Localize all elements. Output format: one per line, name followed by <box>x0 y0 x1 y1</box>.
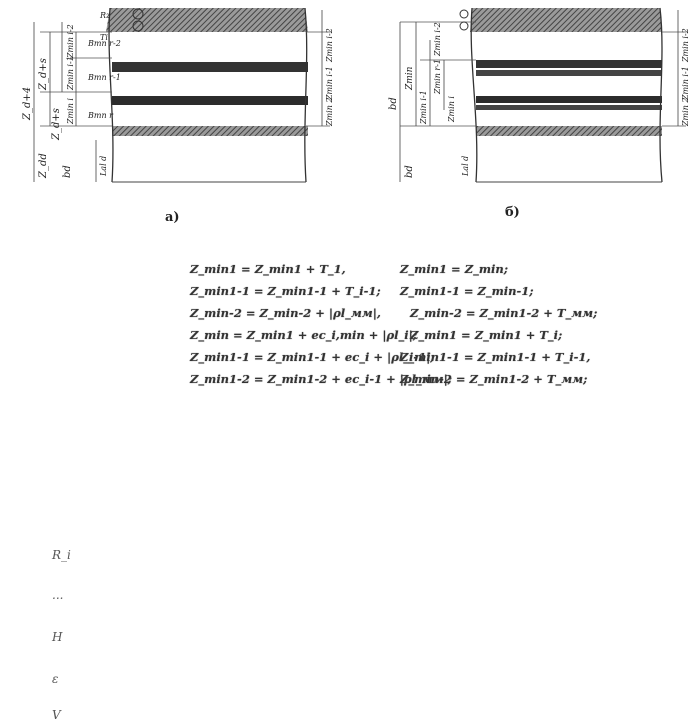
equation-row: Z_min1-2 = Z_min1-2 + ec_i-1 + |ρl_мм|;Z… <box>190 368 587 390</box>
label-b-mid-top: Zmin i-2 <box>433 22 442 57</box>
equation-row: Z_min1 = Z_min1 + T_1, Z_min1 = Z_min; <box>190 258 570 280</box>
equation-left: Z_min1-1 = Z_min1-1 + ec_i + |ρl_i-1|; <box>190 350 435 364</box>
label-b-right-top: Zmin i-2 <box>681 28 690 63</box>
equation-right: Z_min-2 = Z_min1-2 + T_мм; <box>410 306 598 320</box>
left-boundary <box>108 7 114 183</box>
caption-a: а) <box>165 210 180 225</box>
label-a-left-zdd: Z_dd <box>38 153 49 179</box>
label-a-left-outer: Z_d+4 <box>22 87 33 121</box>
equation-row: Z_min = Z_min1 + ec_i,min + |ρl_i|;Z_min… <box>190 324 570 346</box>
layer-band-lower-2 <box>476 105 662 110</box>
surface-layer-band <box>470 8 662 32</box>
label-a-left-zs: Z_d+s <box>38 58 49 91</box>
equation-left: Z_min1-2 = Z_min1-2 + ec_i-1 + |ρl_мм|; <box>190 372 453 386</box>
label-b-mid-mid: Zmin r-1 <box>433 59 442 95</box>
equation-left: Z_min1-1 = Z_min1-1 + T_i-1; <box>190 284 381 298</box>
label-b-left-outer: bd <box>388 97 399 110</box>
equation-left: Z_min-2 = Z_min-2 + |ρl_мм|, <box>190 306 381 320</box>
label-a-lal: Lal d <box>99 156 108 177</box>
equation-right: Z_min1 = Z_min; <box>400 262 508 276</box>
label-a-line-b: Bmn r <box>87 111 114 120</box>
label-a-mid-mid: Zmin i-1 <box>66 56 75 91</box>
symbol-dots: ... <box>52 588 64 602</box>
equation-row: Z_min1-1 = Z_min1-1 + ec_i + |ρl_i-1|;Z_… <box>190 346 590 368</box>
equation-right: Z_min1 = Z_min1 + T_i; <box>410 328 563 342</box>
label-a-mid-bot: Zmin i <box>66 98 75 125</box>
label-a-right-mid: Zmin i-1 <box>325 66 334 101</box>
caption-b: б) <box>505 205 520 220</box>
equation-row: Z_min-2 = Z_min-2 + |ρl_мм|, Z_min-2 = Z_… <box>190 302 597 324</box>
label-a-line-t: Bmn r-2 <box>87 39 121 48</box>
layer-band-bottom <box>476 126 662 136</box>
label-a-right-bot: Zmin 2 <box>325 98 334 128</box>
label-b-left-zs: Zmin <box>405 66 415 91</box>
layer-band-lower <box>112 96 308 105</box>
symbol-epsilon: ε <box>52 672 59 686</box>
label-b-bd: bd <box>404 165 415 178</box>
label-a-line-m: Bmn r-1 <box>87 73 121 82</box>
symbol-h: H <box>52 630 63 644</box>
equation-row: Z_min1-1 = Z_min1-1 + T_i-1; Z_min1-1 = Z… <box>190 280 570 302</box>
equation-block: Z_min1 = Z_min1 + T_1,Z_min1 = Z_min;Z_m… <box>190 258 597 390</box>
surface-layer-band <box>106 8 308 32</box>
label-b-mid-bot: Zmin i <box>447 96 456 123</box>
label-b-lal: Lal d <box>461 156 470 177</box>
equation-right: Z_min1-1 = Z_min-1; <box>400 284 534 298</box>
left-boundary <box>470 7 478 183</box>
equation-left: Z_min1 = Z_min1 + T_1, <box>190 262 346 276</box>
equation-right: Z_min1-1 = Z_min1-1 + T_i-1, <box>400 350 591 364</box>
label-a-mid-top: Zmin i-2 <box>66 24 75 59</box>
label-a-bd: bd <box>62 165 73 178</box>
symbol-v: V <box>52 708 61 722</box>
layer-band-lower-1 <box>476 96 662 103</box>
label-a-right-top: Zmin i-2 <box>325 28 334 63</box>
equation-left: Z_min = Z_min1 + ec_i,min + |ρl_i|; <box>190 328 418 342</box>
symbol-ri: R_i <box>52 548 71 562</box>
equation-right: Z_min-2 = Z_min1-2 + T_мм; <box>400 372 588 386</box>
label-a-rz: Rz <box>99 11 111 20</box>
figure-b-allowance-diagram: bd Zmin Zmin i-1 bd Zmin i-2 Zmin r-1 Zm… <box>388 7 690 183</box>
right-boundary <box>304 7 308 183</box>
layer-band-mid-2 <box>476 70 662 76</box>
layer-band-mid-1 <box>476 60 662 68</box>
right-boundary <box>659 7 663 183</box>
label-b-right-mid: Zmin i-1 <box>681 66 690 101</box>
label-a-left-zd: Z_d+s <box>51 108 62 141</box>
layer-band-bottom <box>112 126 308 136</box>
label-b-left-zd: Zmin i-1 <box>419 90 428 125</box>
figure-a-allowance-diagram: Z_d+4 Z_d+s Z_d+s Z_dd bd Zmin i-2 Zmin … <box>22 7 334 183</box>
label-b-right-bot: Zmin 2 <box>681 98 690 128</box>
layer-band-mid <box>112 62 308 72</box>
label-a-ti: Ti <box>100 33 108 42</box>
